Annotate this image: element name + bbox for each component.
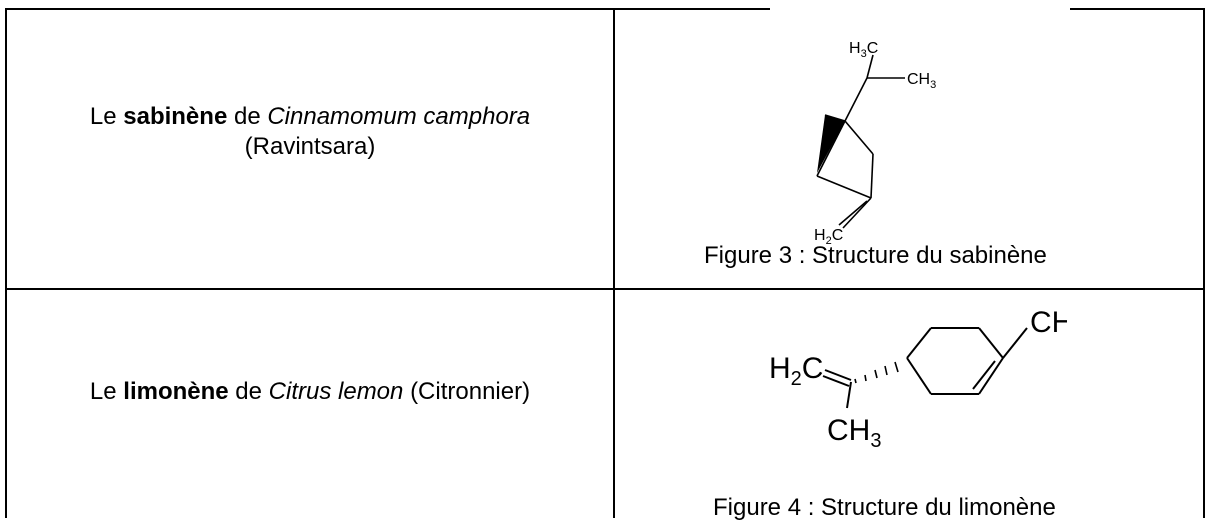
sabinene-common-name: (Ravintsara)	[244, 133, 376, 160]
sabinene-name: sabinène	[123, 103, 228, 130]
ch3-top-label: CH3	[1030, 306, 1067, 344]
figure-4-caption: Figure 4 : Structure du limonène	[713, 494, 1056, 521]
wedge-bond	[817, 115, 845, 173]
row-divider	[7, 288, 1203, 290]
limonene-name: limonène	[123, 378, 229, 405]
h2c-label: H2C	[814, 227, 843, 247]
limonene-structure: CH3 H2C CH3	[769, 306, 1067, 452]
sabinene-species: Cinnamomum camphora	[267, 103, 531, 130]
top-border-gap	[770, 4, 1070, 12]
ch3-bottom-label: CH3	[827, 414, 881, 452]
sabinene-structure: H3C CH3 H2C	[814, 40, 936, 247]
ch3-label: CH3	[907, 71, 936, 91]
limonene-line-1: Le limonène de Citrus lemon (Citronnier)	[89, 378, 531, 405]
h2c-label-limonene: H2C	[769, 352, 823, 390]
hashed-bond	[854, 361, 899, 384]
compound-table: Le sabinène de Cinnamomum camphora (Ravi…	[5, 8, 1205, 521]
column-divider	[613, 10, 615, 518]
sabinene-description: Le sabinène de Cinnamomum camphora (Ravi…	[7, 102, 613, 162]
figure-3-caption: Figure 3 : Structure du sabinène	[704, 242, 1047, 269]
sabinene-line-1: Le sabinène de Cinnamomum camphora	[89, 103, 531, 130]
h3c-label: H3C	[849, 40, 878, 60]
limonene-description: Le limonène de Citrus lemon (Citronnier)	[7, 377, 613, 407]
limonene-species: Citrus lemon	[268, 378, 404, 405]
